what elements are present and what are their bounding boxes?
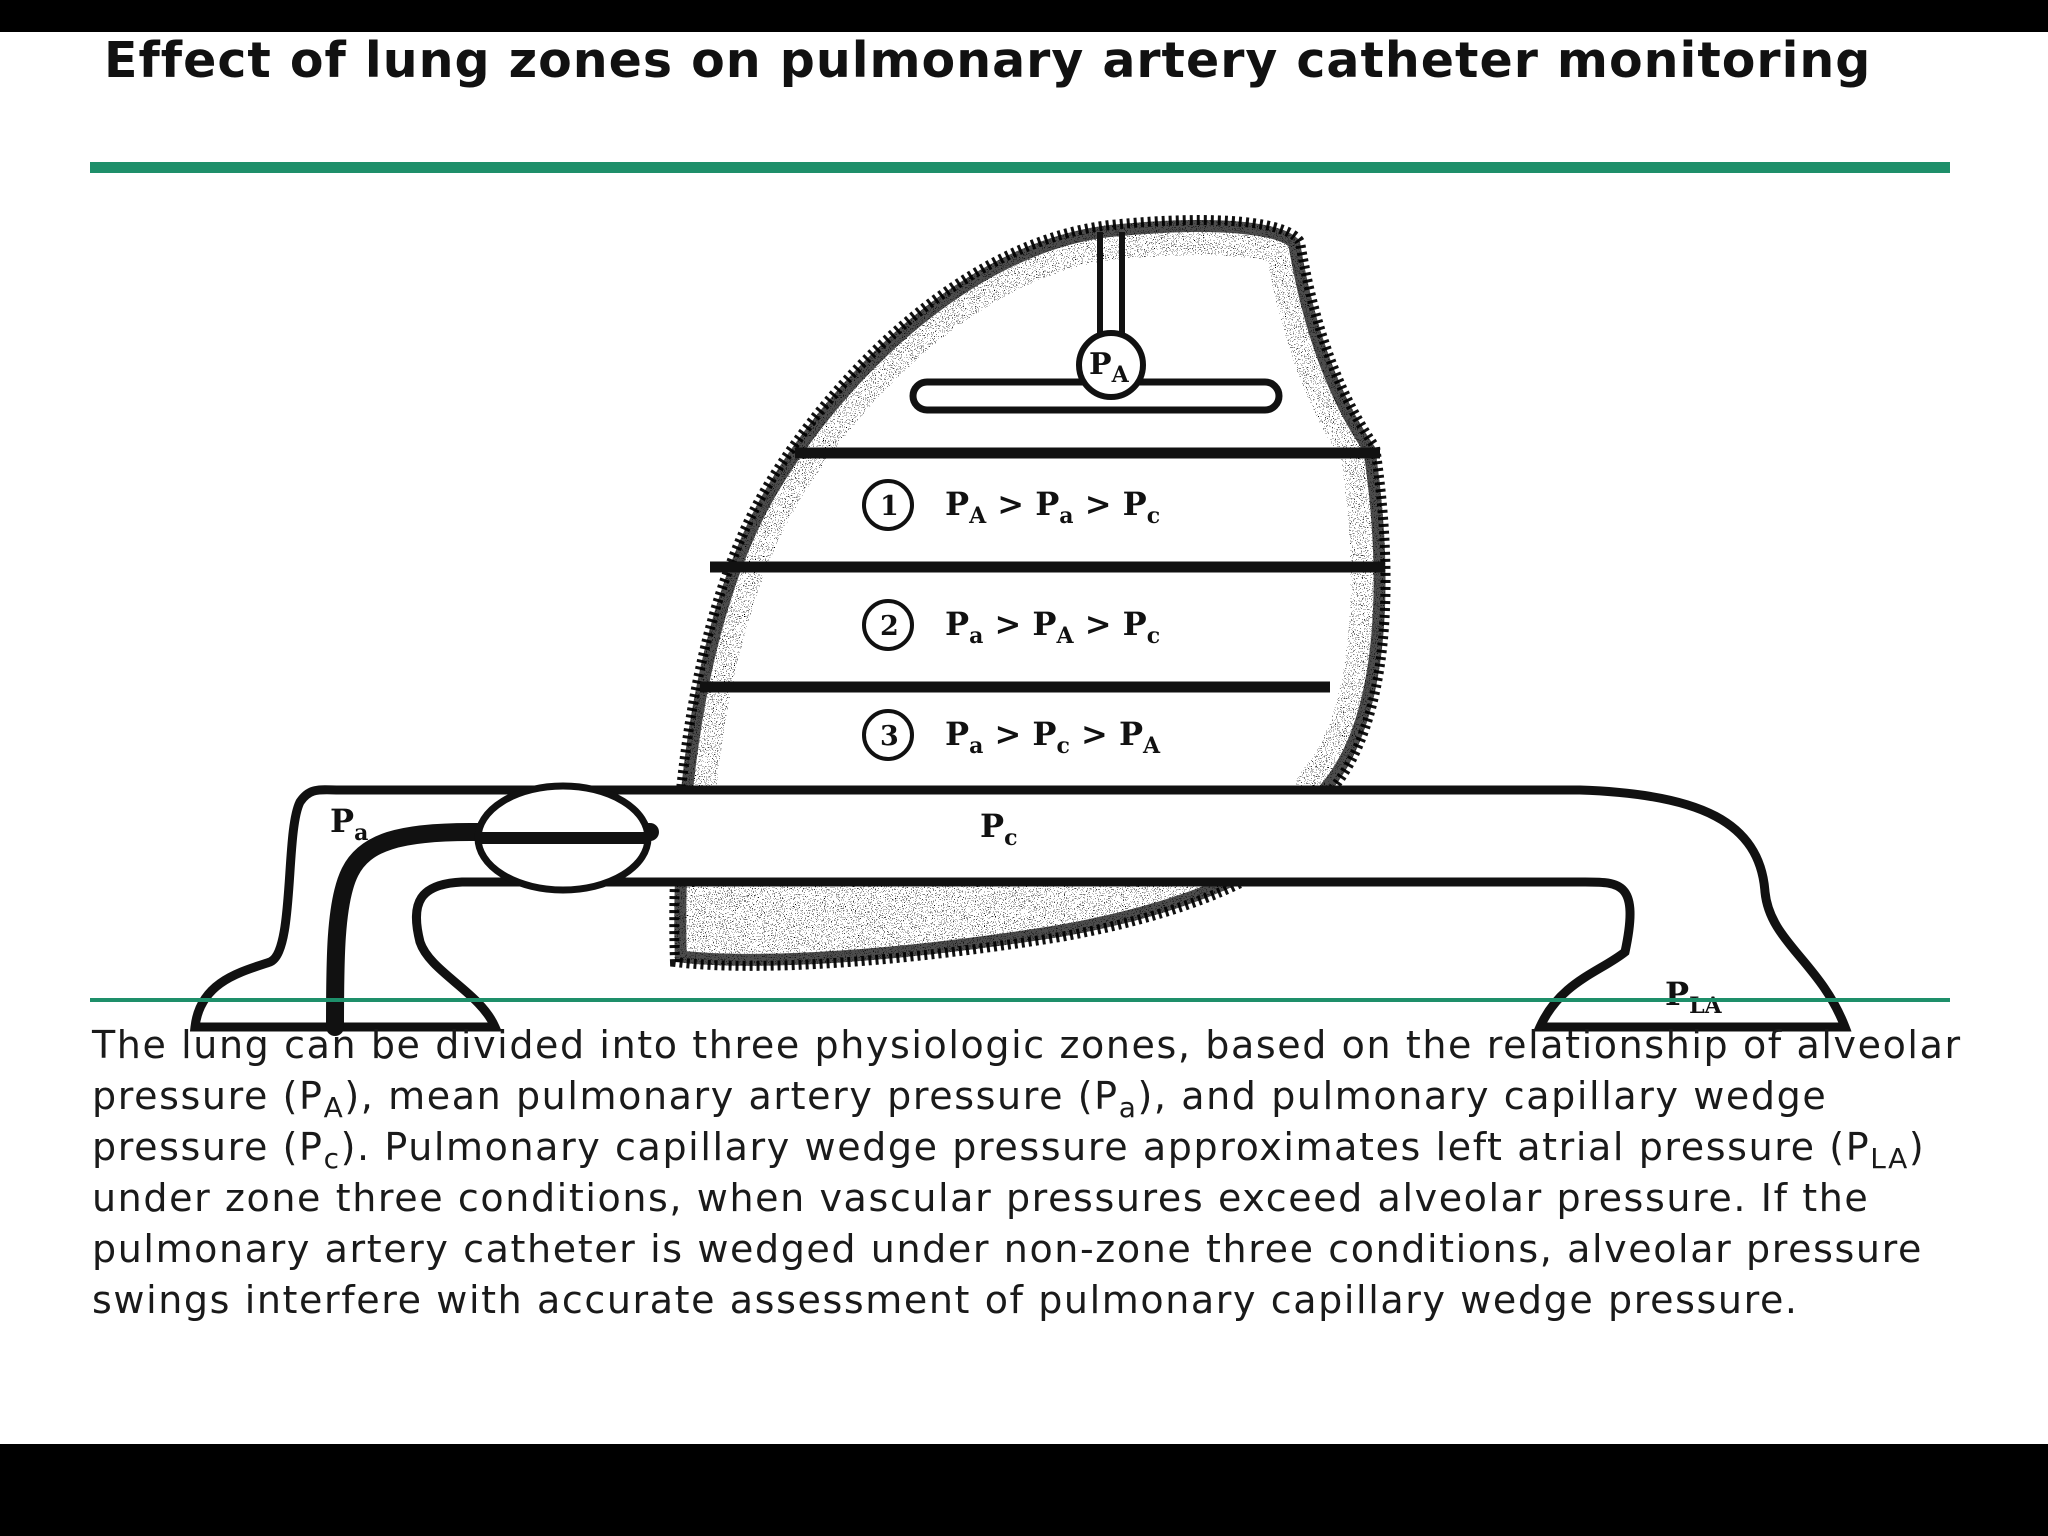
zone-2-label: 2 Pa > PA > Pc	[862, 599, 1160, 651]
slide: Effect of lung zones on pulmonary artery…	[0, 32, 2048, 1444]
zone-1-label: 1 PA > Pa > Pc	[862, 479, 1160, 531]
caption-text: The lung can be divided into three physi…	[92, 1023, 1962, 1322]
title-divider	[90, 162, 1950, 173]
diagram-baseline	[90, 998, 1950, 1002]
zone-separators	[700, 447, 1385, 693]
zone-3-label: 3 Pa > Pc > PA	[862, 709, 1161, 761]
vascular-tube: Pa Pc PLA	[189, 782, 1852, 1036]
left-atrial-pressure-label: PLA	[1665, 975, 1723, 1019]
zone-2-relation: Pa > PA > Pc	[945, 605, 1160, 649]
zone-2-number: 2	[880, 611, 899, 642]
artery-pressure-label: Pa	[330, 802, 368, 846]
zone-1-relation: PA > Pa > Pc	[945, 485, 1160, 529]
airway: PA	[909, 232, 1283, 414]
zone-3-number: 3	[880, 721, 899, 752]
zone-3-relation: Pa > Pc > PA	[945, 715, 1161, 759]
alveolar-pressure-label: PA	[1089, 347, 1130, 388]
zone-1-number: 1	[880, 491, 899, 522]
lung-zones-diagram: PA 1 PA > Pa > Pc 2 Pa > PA > Pc 3 Pa > …	[189, 215, 1852, 1036]
capillary-pressure-label: Pc	[980, 807, 1017, 851]
slide-title: Effect of lung zones on pulmonary artery…	[104, 32, 1872, 89]
